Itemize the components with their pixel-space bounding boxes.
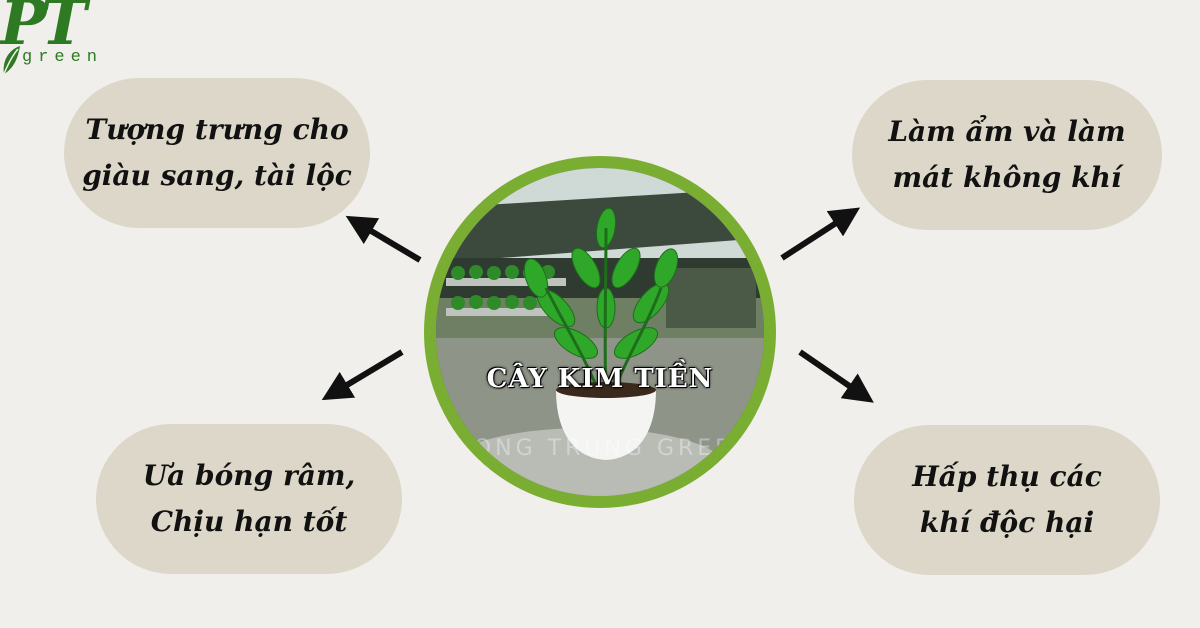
bubble-bottom-left: Ưa bóng râm, Chịu hạn tốt (96, 424, 402, 574)
plant-illustration (436, 168, 764, 496)
logo-word: green (22, 48, 104, 67)
bubble-line: Chịu hạn tốt (150, 505, 348, 538)
bubble-line: khí độc hại (919, 506, 1095, 539)
watermark: PHONG TRUNG GREEN · PHONG TRUNG GREEN (436, 436, 776, 461)
center-title: CÂY KIM TIỀN (486, 364, 714, 394)
bubble-bottom-right: Hấp thụ các khí độc hại (854, 425, 1160, 575)
arrow-icon (345, 215, 422, 263)
bubble-line: mát không khí (892, 161, 1122, 194)
bubble-line: Làm ẩm và làm (888, 115, 1126, 148)
bubble-line: Ưa bóng râm, (142, 459, 356, 492)
bubble-line: Tượng trưng cho (85, 113, 349, 146)
arrow-icon (798, 349, 874, 403)
bubble-top-left: Tượng trưng cho giàu sang, tài lộc (64, 78, 370, 228)
bubble-top-right: Làm ẩm và làm mát không khí (852, 80, 1162, 230)
leaf-icon (3, 46, 21, 75)
bubble-line: giàu sang, tài lộc (82, 159, 352, 192)
arrow-icon (780, 207, 861, 261)
bubble-line: Hấp thụ các (912, 460, 1102, 493)
brand-logo: PT green (0, 0, 120, 80)
plant-photo: CÂY KIM TIỀN PHONG TRUNG GREEN · PHONG T… (424, 156, 776, 508)
arrow-icon (321, 349, 404, 401)
